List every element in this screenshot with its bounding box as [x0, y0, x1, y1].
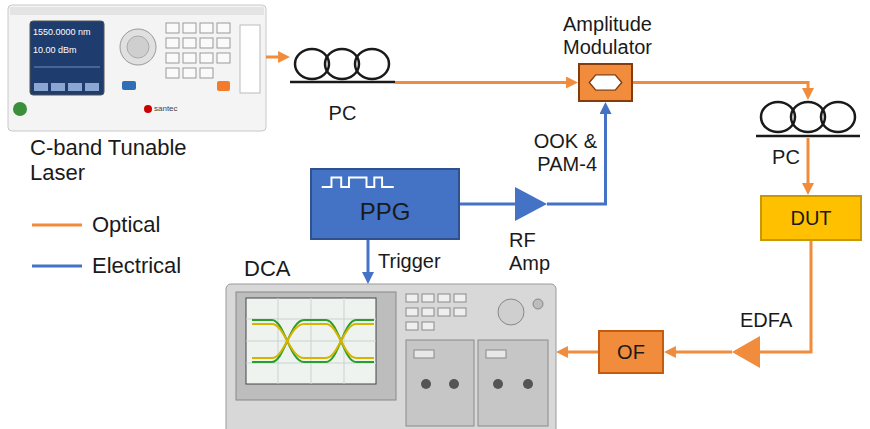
legend-line-sample — [32, 261, 82, 271]
node-label: DCA — [244, 256, 324, 281]
node-label: OF — [613, 341, 649, 364]
oscilloscope: DCA — [226, 284, 556, 429]
node-label: RF Amp — [509, 229, 557, 275]
device-under-test: DUT — [760, 195, 862, 241]
optical-link — [564, 351, 598, 354]
laser-illustration — [8, 5, 266, 131]
node-label: DUT — [786, 207, 835, 230]
coil-illustration — [290, 49, 395, 82]
edfa-amplifier: EDFA — [732, 336, 760, 368]
modulator-box: Amplitude Modulator — [578, 63, 633, 102]
optical-link — [760, 241, 811, 352]
node-label: Amplitude Modulator — [550, 13, 665, 59]
optical-link — [807, 138, 810, 187]
screen-readout: 1550.0000 nm — [33, 27, 91, 37]
legend-text: Optical — [92, 212, 160, 237]
rf-amplifier: RF Amp — [515, 187, 547, 221]
node-label: EDFA — [740, 309, 810, 332]
optical-filter: OF — [598, 330, 664, 374]
signal-label: OOK & PAM-4 — [500, 130, 597, 176]
optical-link — [395, 81, 570, 84]
optical-link — [672, 351, 732, 354]
screen-readout: 10.00 dBm — [33, 45, 77, 55]
optical-link — [633, 83, 808, 93]
node-label: PC — [766, 146, 806, 169]
legend-line-sample — [32, 220, 82, 230]
pattern-generator: PPG — [310, 168, 460, 240]
electrical-link — [460, 203, 515, 206]
brand-logo: santec — [154, 104, 178, 113]
legend-item: Electrical — [32, 253, 181, 278]
polarization-controller: PC — [756, 100, 860, 138]
oscilloscope-illustration — [226, 284, 556, 429]
node-shape — [580, 65, 631, 100]
polarization-controller: PC — [290, 48, 395, 84]
node-label: PPG — [356, 198, 415, 226]
signal-label: Trigger — [378, 250, 458, 273]
legend-item: Optical — [32, 212, 160, 237]
node-label: PC — [320, 102, 365, 125]
node-label: C-band Tunable Laser — [30, 135, 215, 186]
legend-text: Electrical — [92, 253, 181, 278]
optical-link — [266, 56, 282, 59]
node-shape — [515, 187, 547, 221]
node-shape — [732, 336, 760, 368]
coil-illustration — [756, 102, 860, 136]
electrical-link — [367, 240, 370, 276]
laser-instrument: C-band Tunable Laser — [8, 5, 266, 131]
